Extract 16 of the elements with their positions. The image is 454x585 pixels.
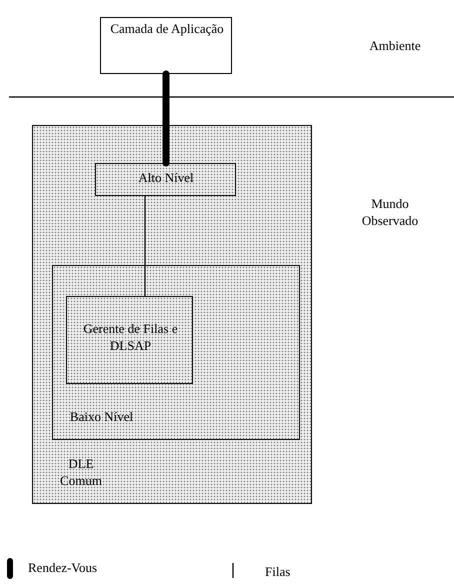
node-label: Camada de Aplicação bbox=[109, 21, 225, 38]
node-label: Gerente de Filas e DLSAP bbox=[82, 321, 179, 355]
legend-label: Rendez-Vous bbox=[28, 560, 98, 577]
process-box bbox=[66, 296, 193, 384]
process-box bbox=[94, 162, 236, 196]
process-box bbox=[100, 17, 232, 74]
node-label: Baixo Nível bbox=[68, 408, 134, 426]
node-label: DLE Comum bbox=[59, 456, 103, 490]
connector-line bbox=[144, 196, 146, 297]
region-label: Ambiente bbox=[368, 38, 422, 55]
outer-panel bbox=[32, 125, 312, 504]
node-label: Alto Nível bbox=[137, 170, 195, 186]
inner-panel bbox=[52, 264, 300, 440]
region-label: Mundo Observado bbox=[360, 196, 420, 230]
legend-label: Filas bbox=[265, 564, 290, 581]
thick-connector bbox=[162, 70, 170, 166]
